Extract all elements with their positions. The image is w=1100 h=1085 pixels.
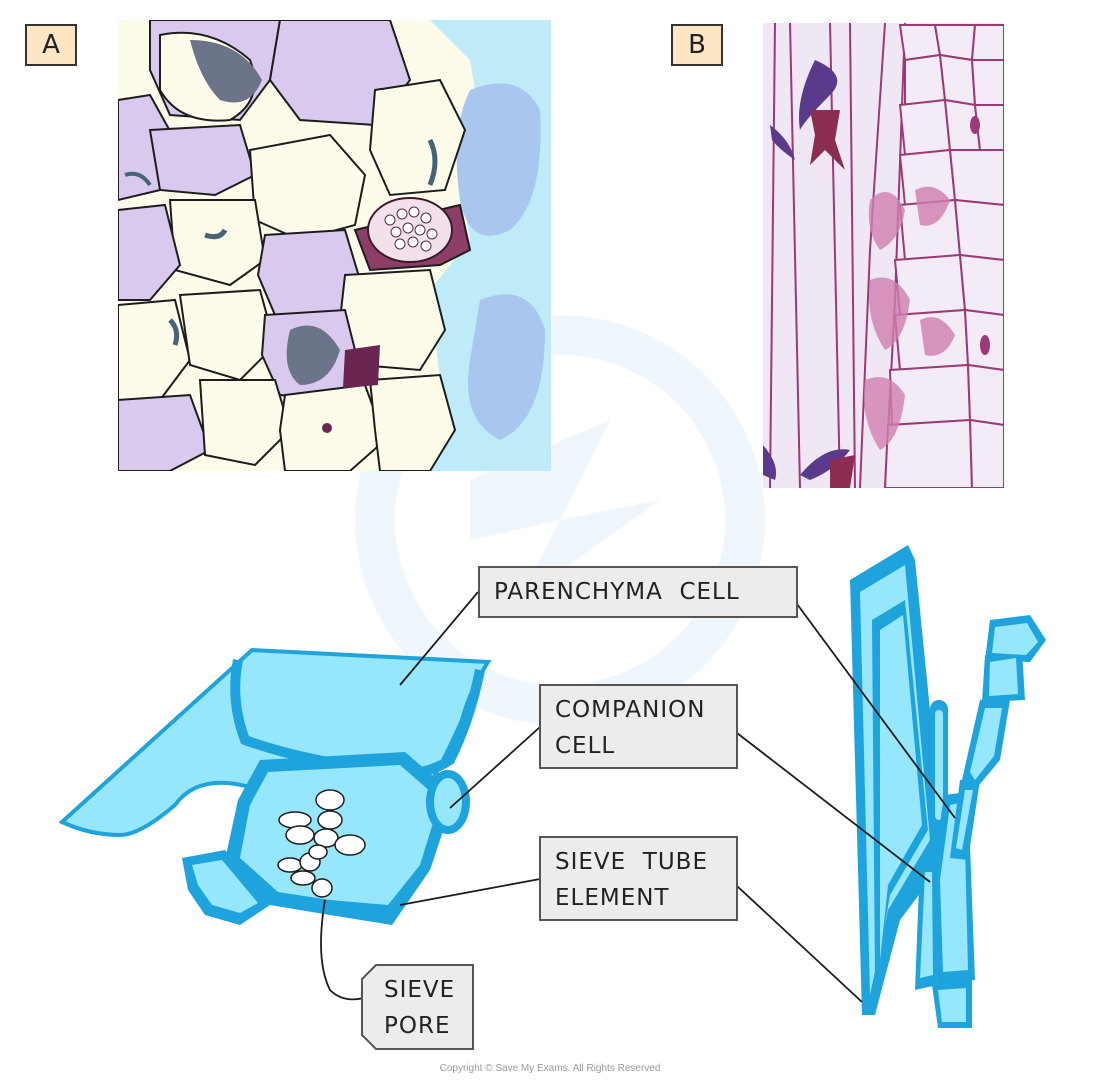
sieve-tube-line1: SIEVE TUBE xyxy=(555,849,708,875)
parenchyma-cell-label: PARENCHYMA CELL xyxy=(478,566,798,618)
sieve-pore-line1: SIEVE xyxy=(384,977,456,1003)
panel-label-a: A xyxy=(25,24,77,66)
leader-lines xyxy=(320,591,956,1003)
sieve-tube-line2: ELEMENT xyxy=(555,885,670,911)
longitudinal-diagram xyxy=(850,545,1046,1028)
micrograph-b xyxy=(763,23,1004,488)
panel-label-b: B xyxy=(671,24,723,66)
companion-cell-line1: COMPANION xyxy=(555,697,706,723)
copyright-notice: Copyright © Save My Exams. All Rights Re… xyxy=(439,1063,661,1074)
micrograph-a xyxy=(118,20,551,471)
parenchyma-cell-text: PARENCHYMA CELL xyxy=(494,579,740,605)
companion-cell-line2: CELL xyxy=(555,733,616,759)
cross-section-diagram xyxy=(58,647,492,925)
sieve-pore-tag-shape xyxy=(361,964,474,1050)
companion-cell-label: COMPANION CELL xyxy=(539,684,738,769)
sieve-tube-element-label: SIEVE TUBE ELEMENT xyxy=(539,836,738,921)
sieve-pore-line2: PORE xyxy=(384,1013,451,1039)
sieve-pore-label: SIEVE PORE xyxy=(370,970,470,1046)
